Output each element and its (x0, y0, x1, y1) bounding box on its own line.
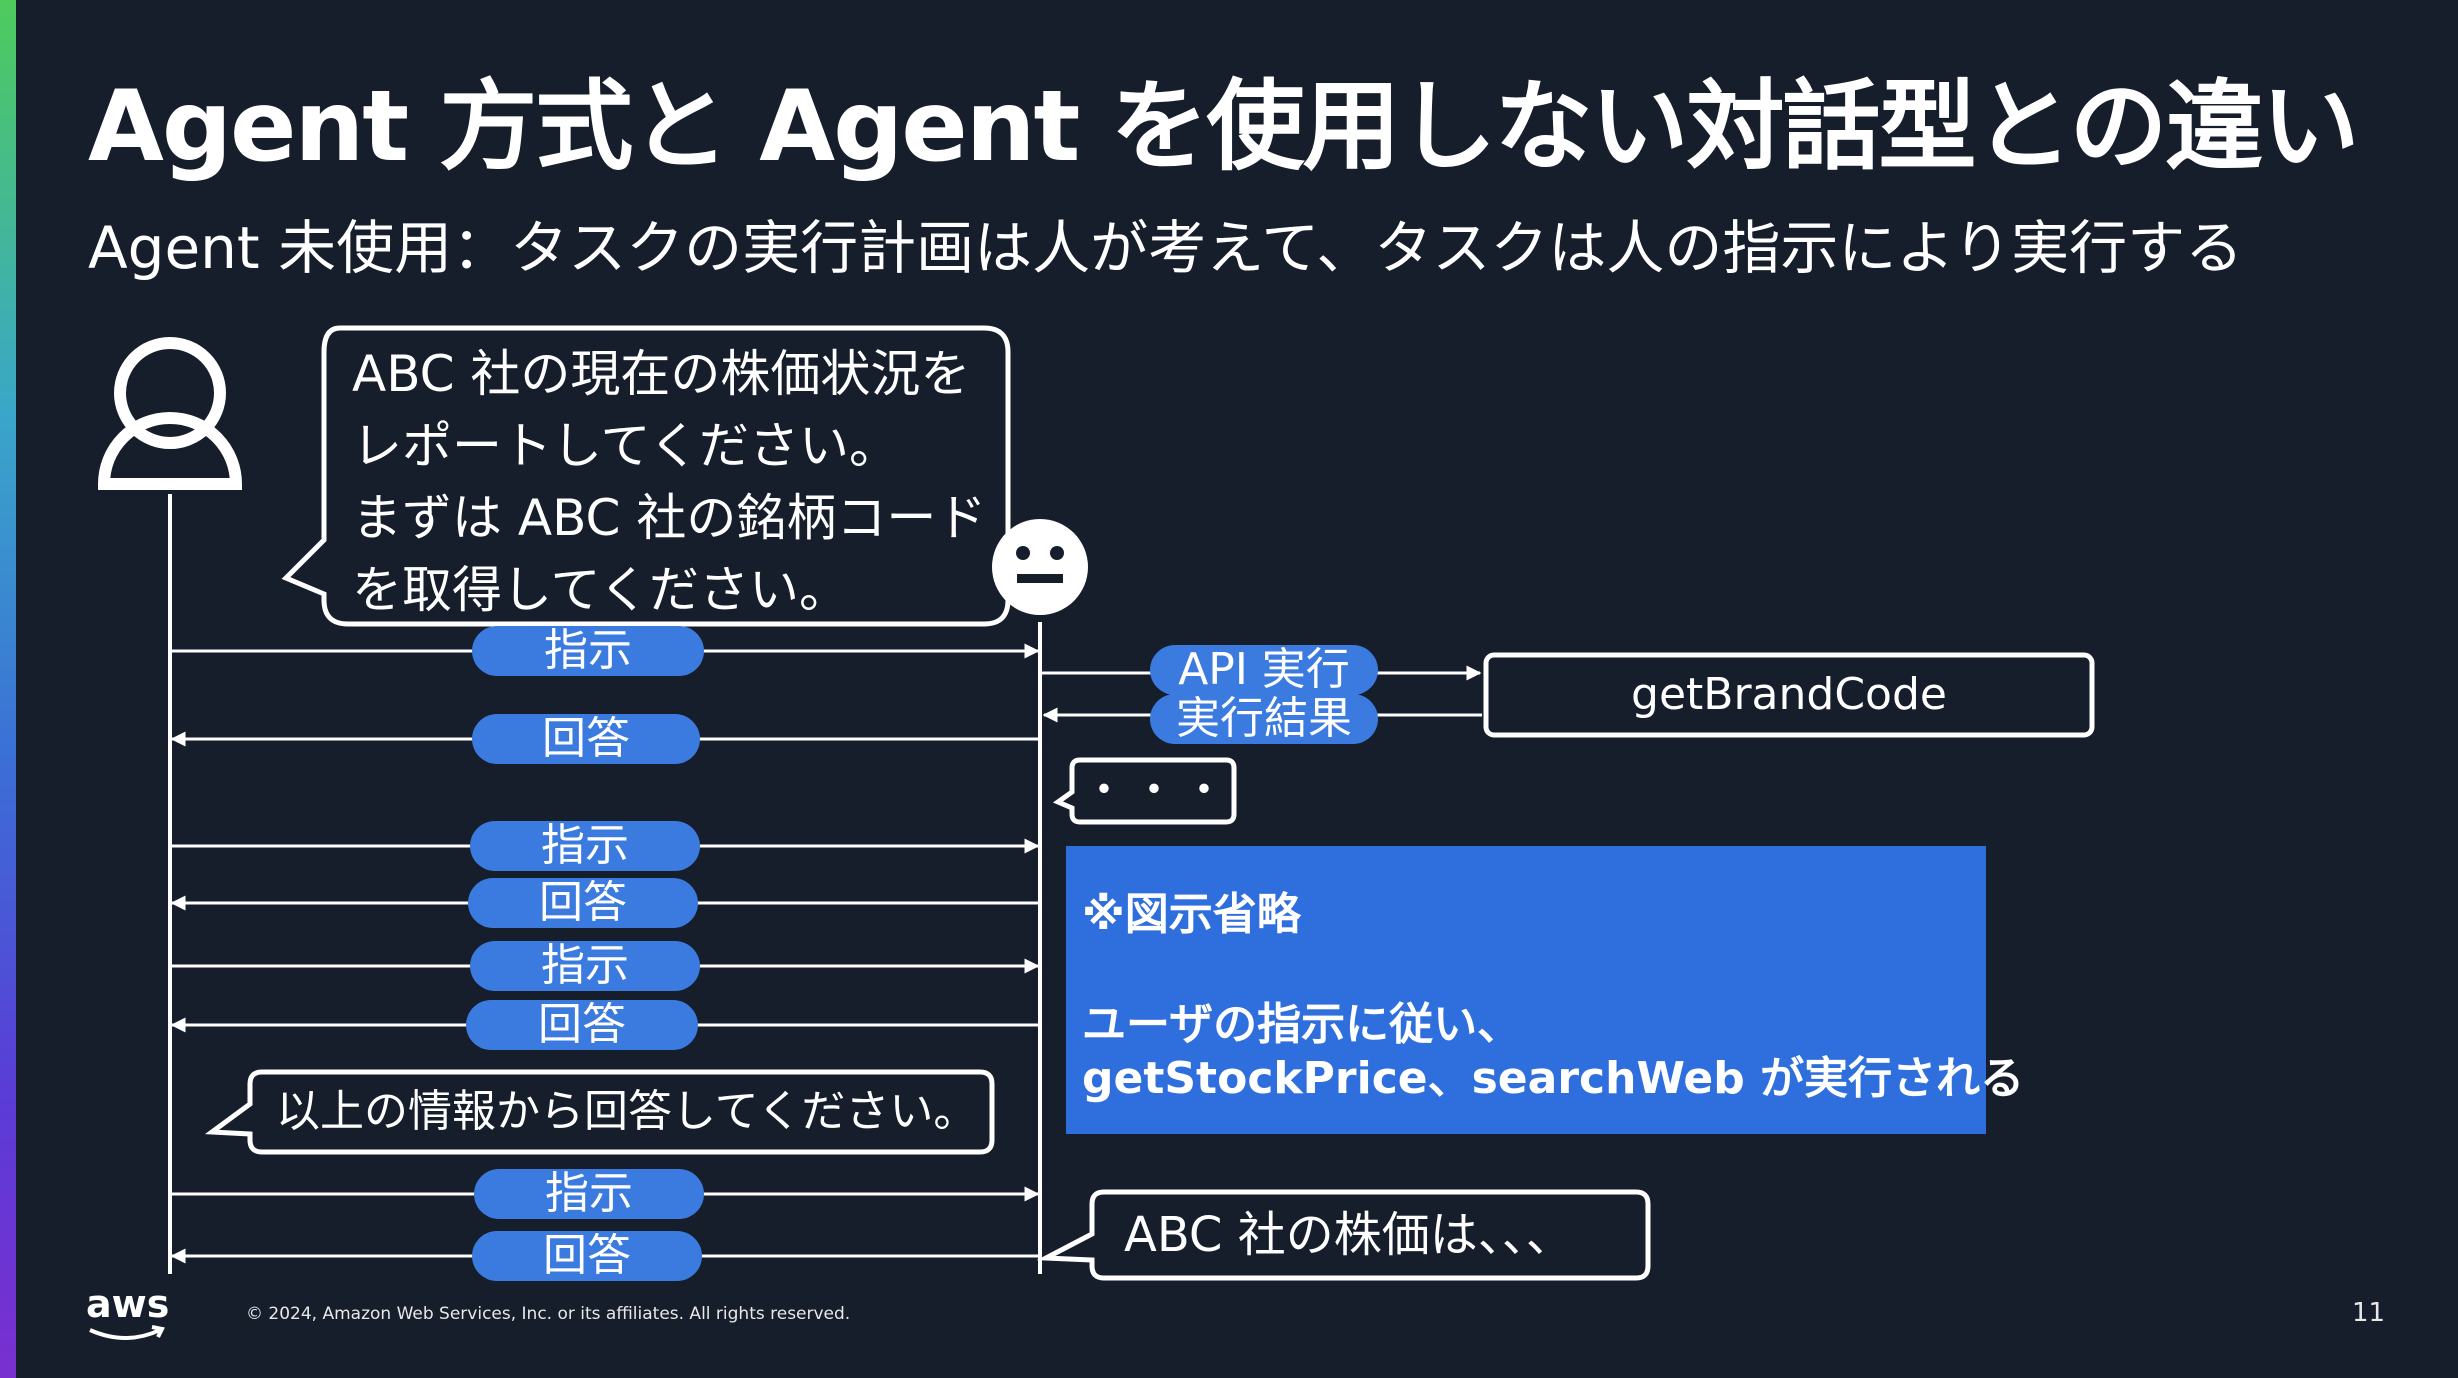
copyright: © 2024, Amazon Web Services, Inc. or its… (246, 1304, 851, 1324)
note-line-3: getStockPrice、searchWeb が実行される (1082, 1053, 2025, 1104)
user-icon (97, 337, 243, 490)
accent-bar (0, 0, 16, 1378)
tool-box (1483, 652, 2095, 738)
user-request-bubble (281, 325, 1011, 627)
aws-logo: aws (86, 1284, 169, 1348)
agent-answer-bubble (1036, 1189, 1651, 1281)
answer-label-1: 回答 (472, 714, 700, 764)
smiley-icon (992, 519, 1088, 615)
api-result-label: 実行結果 (1150, 694, 1378, 744)
user-final-bubble (204, 1069, 995, 1155)
ellipsis-bubble (1052, 757, 1237, 825)
page-number: 11 (2352, 1298, 2386, 1328)
aws-smile-icon (89, 1325, 165, 1340)
user-final-text: 以上の情報から回答してください。 (276, 1086, 978, 1137)
user-request-line-4: を取得してください。 (352, 561, 849, 619)
answer-label-3: 回答 (466, 1000, 698, 1050)
user-request-line-1: ABC 社の現在の株価状況を (352, 345, 971, 403)
omitted-note: ※図示省略 ユーザの指示に従い、 getStockPrice、searchWeb… (1066, 846, 2024, 1134)
answer-label-2: 回答 (468, 878, 698, 928)
instruct-label-4: 指示 (474, 1169, 704, 1219)
tool-name: getBrandCode (1631, 669, 1947, 720)
aws-logo-text: aws (86, 1282, 170, 1326)
slide-subtitle: Agent 未使用：タスクの実行計画は人が考えて、タスクは人の指示により実行する (88, 214, 2244, 282)
slide-title: Agent 方式と Agent を使用しない対話型との違い (88, 70, 2360, 184)
answer-label-4: 回答 (472, 1231, 702, 1281)
user-request-line-3: まずは ABC 社の銘柄コード (352, 489, 987, 547)
note-line-2: ユーザの指示に従い、 (1082, 999, 1522, 1050)
agent-answer-text: ABC 社の株価は、、、 (1124, 1207, 1574, 1263)
api-call-label: API 実行 (1150, 645, 1378, 695)
agent-ellipsis: ・・・ (1082, 765, 1232, 816)
instruct-label-2: 指示 (470, 821, 700, 871)
instruct-label-3: 指示 (470, 941, 700, 991)
user-request-line-2: レポートしてください。 (352, 417, 899, 475)
instruct-label-1: 指示 (472, 626, 704, 676)
note-line-1: ※図示省略 (1082, 889, 1301, 940)
